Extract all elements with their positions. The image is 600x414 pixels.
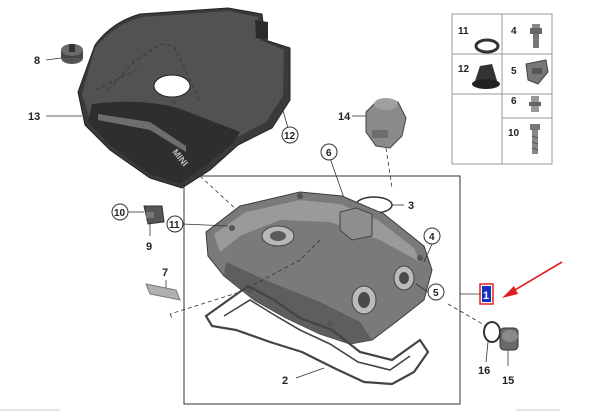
callout-14[interactable]: 14	[338, 111, 351, 123]
callout-16[interactable]: 16	[478, 365, 490, 377]
cover-ground-dash	[169, 239, 321, 315]
callout-6[interactable]: 6	[326, 148, 332, 159]
pointer-arrow-icon	[502, 261, 563, 298]
callout-3[interactable]: 3	[408, 200, 414, 212]
cover-oil-cap-hole	[153, 74, 191, 98]
assembly-frame	[183, 175, 461, 405]
camshaft-sensor[interactable]	[365, 98, 407, 149]
seal-link-dash	[447, 303, 487, 327]
cover-dash-lines	[107, 43, 201, 103]
legend-5[interactable]: 5	[511, 66, 517, 77]
cylinder-head-cover[interactable]	[205, 191, 433, 345]
legend-oring	[474, 38, 500, 54]
callout-15[interactable]: 15	[502, 375, 514, 387]
plate-dash	[169, 313, 173, 319]
legend-stud	[529, 96, 541, 112]
seal-ring-16[interactable]	[483, 321, 501, 343]
callout-11[interactable]: 11	[169, 220, 180, 231]
callout-6-circle	[320, 143, 338, 161]
callout-12-circle	[281, 126, 299, 144]
callout-1[interactable]: 1	[483, 290, 489, 302]
cover-dash-lines-2	[95, 67, 141, 91]
oil-filler-cap[interactable]	[61, 44, 83, 64]
sensor-link-dash	[385, 147, 393, 189]
legend-grommet	[472, 64, 500, 89]
legend-screw	[530, 124, 540, 154]
cover-link-dash-2	[173, 99, 177, 131]
legend-11[interactable]: 11	[458, 26, 469, 37]
callout-12[interactable]: 12	[284, 131, 296, 142]
legend-10[interactable]: 10	[508, 128, 520, 139]
legend-clip	[525, 59, 549, 85]
callout-8[interactable]: 8	[34, 55, 40, 67]
legend-6[interactable]: 6	[511, 96, 517, 107]
callout-13[interactable]: 13	[28, 111, 40, 123]
engine-cover[interactable]: MINI	[77, 7, 291, 189]
label-plate-7[interactable]	[145, 283, 181, 301]
solenoid-valve-15[interactable]	[499, 327, 519, 351]
legend-4[interactable]: 4	[511, 26, 517, 37]
callout-5[interactable]: 5	[433, 288, 439, 299]
sensor-9[interactable]	[143, 205, 165, 225]
callout-7[interactable]: 7	[162, 267, 168, 279]
legend-12[interactable]: 12	[458, 64, 470, 75]
gasket[interactable]	[204, 284, 430, 386]
callout-2[interactable]: 2	[282, 375, 288, 387]
callout-4[interactable]: 4	[429, 232, 435, 243]
legend-bolt-4	[530, 24, 542, 48]
callout-10[interactable]: 10	[114, 208, 126, 219]
callout-9[interactable]: 9	[146, 241, 152, 253]
